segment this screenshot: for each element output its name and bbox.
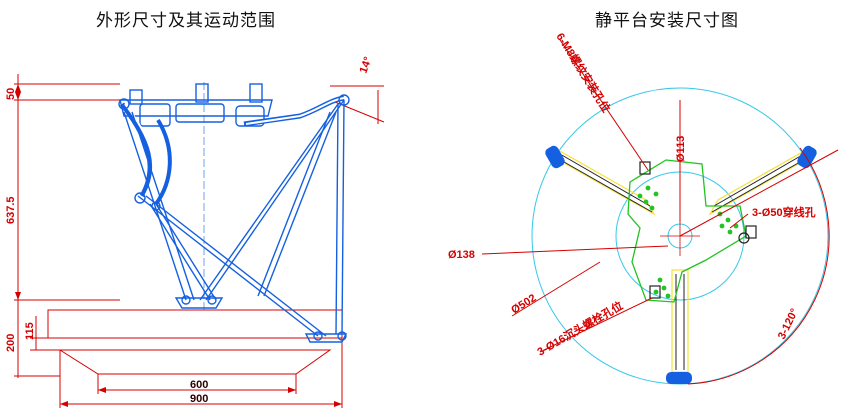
dim-width-900: 900 (190, 393, 208, 405)
mount-pads (639, 161, 757, 299)
arm-hatching (559, 153, 805, 370)
label-center-dia: Ø113 (675, 136, 687, 162)
dim-height-637-5: 637.5 (5, 196, 17, 224)
left-dim-arrows (15, 84, 342, 407)
delta-robot-outline (118, 83, 350, 343)
label-mount-holes: 6-M8螺纹安装孔位 (553, 30, 613, 115)
dim-width-600: 600 (190, 379, 208, 391)
label-pass-holes: 3-Ø50穿线孔 (752, 205, 816, 219)
right-diagram-title: 静平台安装尺寸图 (595, 11, 739, 31)
left-diagram-title: 外形尺寸及其运动范围 (96, 11, 276, 31)
leader-lines (481, 39, 839, 385)
label-dia-138: Ø138 (448, 249, 475, 261)
left-dimension-lines (14, 74, 385, 408)
label-angle-120: 3-120° (776, 307, 801, 342)
label-dia-502: Ø502 (509, 292, 538, 316)
arm-end-joints (545, 145, 817, 384)
dim-height-200: 200 (5, 334, 17, 352)
platform-arms (556, 148, 808, 373)
dim-height-115: 115 (24, 322, 36, 340)
plate-holes (637, 185, 739, 299)
static-plate (627, 159, 747, 303)
label-bolt-holes: 3-Ø16沉头螺栓孔位 (535, 298, 626, 358)
dim-height-50: 50 (5, 88, 17, 100)
dim-angle-14: 14° (358, 55, 375, 75)
